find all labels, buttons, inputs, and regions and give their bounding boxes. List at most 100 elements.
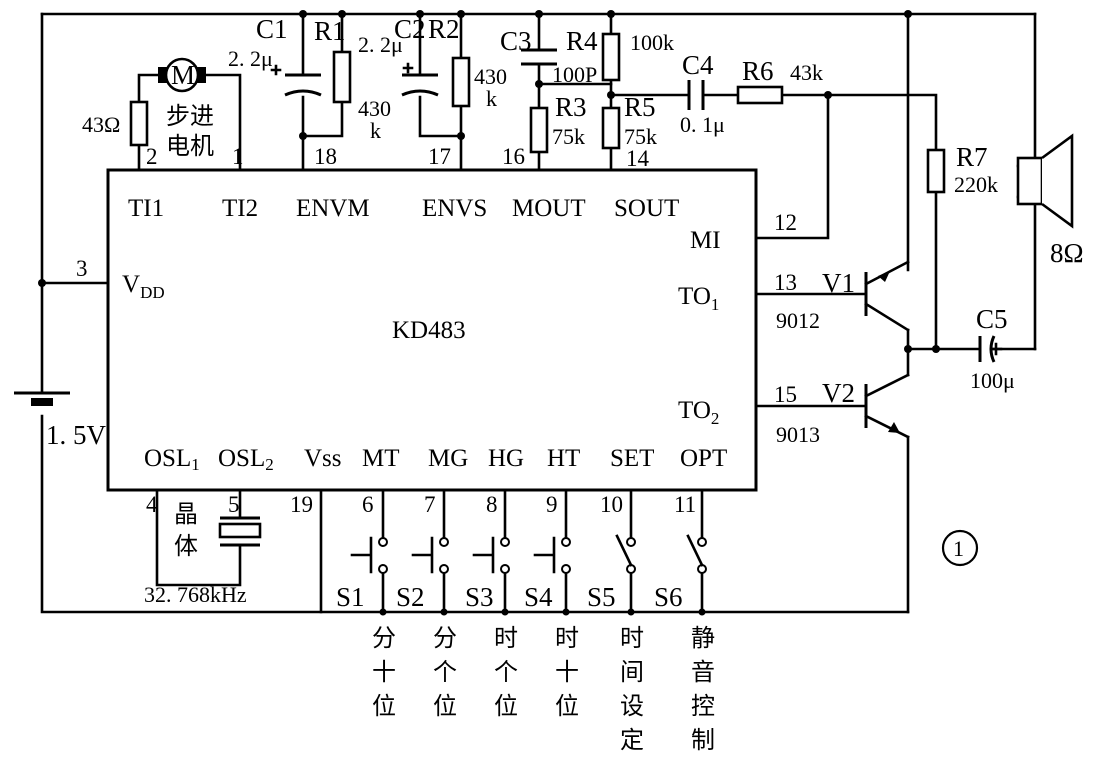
- battery-value: 1. 5V: [46, 420, 107, 450]
- switch-name: S6: [654, 582, 683, 612]
- pin-label-ht: HT: [547, 445, 580, 472]
- c1-value: 2. 2μ: [228, 46, 273, 71]
- pin-number: 3: [76, 256, 88, 281]
- pin-number: 13: [774, 270, 797, 295]
- pin-label-ti2: TI2: [222, 195, 258, 222]
- svg-text:十: 十: [372, 658, 396, 686]
- pin-label-mt: MT: [362, 445, 400, 472]
- battery-icon: [14, 391, 70, 406]
- svg-text:制: 制: [691, 726, 715, 754]
- switch-s1: [350, 536, 388, 574]
- motor-resistor-value: 43Ω: [82, 112, 120, 137]
- chip-name: KD483: [392, 317, 466, 344]
- svg-text:位: 位: [433, 692, 457, 720]
- kd483-chip-body: [106, 168, 758, 492]
- v2-name: V2: [822, 378, 855, 408]
- r2-value: 430: [474, 64, 507, 89]
- pin-number: 14: [626, 146, 650, 171]
- figure-number: 1: [941, 529, 979, 567]
- transistor-v2: [864, 373, 910, 439]
- pin-numbers: 1 2 3 4 5 6 7 8 9 10 11 12 13 14 15 16 1…: [76, 144, 797, 517]
- switch-s2: [411, 536, 449, 574]
- svg-text:分: 分: [372, 624, 396, 652]
- r5-value: 75k: [624, 124, 657, 149]
- pin-label-set: SET: [610, 445, 654, 472]
- pin-number: 4: [146, 492, 158, 517]
- switch-s5: [615, 534, 636, 574]
- crystal-label: 体: [174, 532, 198, 560]
- motor-label: 步进: [166, 102, 214, 130]
- c3-name: C3: [500, 26, 532, 56]
- pin-number: 8: [486, 492, 498, 517]
- svg-text:音: 音: [691, 658, 715, 686]
- svg-text:定: 定: [620, 726, 644, 754]
- switch-name: S4: [524, 582, 553, 612]
- v1-value: 9012: [776, 308, 820, 333]
- svg-text:位: 位: [372, 692, 396, 720]
- resistor-r3: [529, 106, 549, 154]
- pin-number: 12: [774, 210, 797, 235]
- pin-label-osl1: OSL1: [144, 445, 200, 474]
- pin-label-to1: TO1: [678, 283, 719, 314]
- svg-text:时: 时: [620, 624, 644, 652]
- c3-value: 100P: [552, 62, 597, 87]
- svg-text:分: 分: [433, 624, 457, 652]
- r1-value-unit: k: [370, 118, 381, 143]
- switch-s6: [686, 534, 707, 574]
- wiring: [40, 12, 1037, 614]
- r2-name: R2: [428, 14, 460, 44]
- pin-label-hg: HG: [488, 445, 524, 472]
- pin-label-mi: MI: [690, 227, 721, 254]
- pin-number: 17: [428, 144, 451, 169]
- pin-number: 11: [674, 492, 696, 517]
- switch-function-s3: 时 个 位: [494, 624, 518, 720]
- switch-name: S3: [465, 582, 494, 612]
- crystal-frequency: 32. 768kHz: [144, 582, 247, 607]
- r4-value: 100k: [630, 30, 674, 55]
- pin-number: 7: [424, 492, 436, 517]
- transistor-v1: [864, 260, 910, 332]
- pin-number: 6: [362, 492, 374, 517]
- capacitor-c3: [521, 48, 557, 66]
- resistor-r7: [926, 148, 946, 194]
- c2-name: C2: [394, 14, 426, 44]
- switch-name: S5: [587, 582, 616, 612]
- pin-label-vdd: VDD: [122, 271, 165, 302]
- c5-name: C5: [976, 304, 1008, 334]
- svg-text:间: 间: [620, 658, 644, 686]
- svg-text:位: 位: [555, 692, 579, 720]
- switch-name: S1: [336, 582, 365, 612]
- svg-text:时: 时: [555, 624, 579, 652]
- junction-dots: [38, 10, 940, 616]
- switch-function-s5: 时 间 设 定: [620, 624, 644, 754]
- motor-label: 电机: [166, 132, 214, 160]
- pin-number: 2: [146, 144, 158, 169]
- switch-function-s4: 时 十 位: [555, 624, 579, 720]
- resistor-r2: [451, 56, 471, 108]
- r6-value: 43k: [790, 60, 823, 85]
- switch-s4: [533, 536, 571, 574]
- r3-name: R3: [555, 92, 587, 122]
- pin-label-mg: MG: [428, 445, 468, 472]
- crystal-label: 晶: [174, 500, 198, 528]
- c4-value: 0. 1μ: [680, 112, 725, 137]
- svg-text:十: 十: [555, 658, 579, 686]
- pin-label-envs: ENVS: [422, 195, 487, 222]
- r7-name: R7: [956, 142, 988, 172]
- r3-value: 75k: [552, 124, 585, 149]
- switch-function-s2: 分 个 位: [433, 624, 457, 720]
- switch-s3: [472, 536, 510, 574]
- svg-text:位: 位: [494, 692, 518, 720]
- resistor-r5: [601, 106, 621, 150]
- motor-resistor-symbol: [129, 100, 149, 147]
- figure-number-text: 1: [953, 536, 964, 561]
- speaker-icon: [1016, 133, 1074, 229]
- resistor-r6: [736, 85, 784, 105]
- r6-name: R6: [742, 56, 774, 86]
- capacitor-c2: [401, 62, 439, 97]
- capacitor-c5: [978, 335, 1003, 363]
- speaker-value: 8Ω: [1050, 238, 1084, 268]
- c1-name: C1: [256, 14, 288, 44]
- capacitor-c1: [270, 64, 322, 97]
